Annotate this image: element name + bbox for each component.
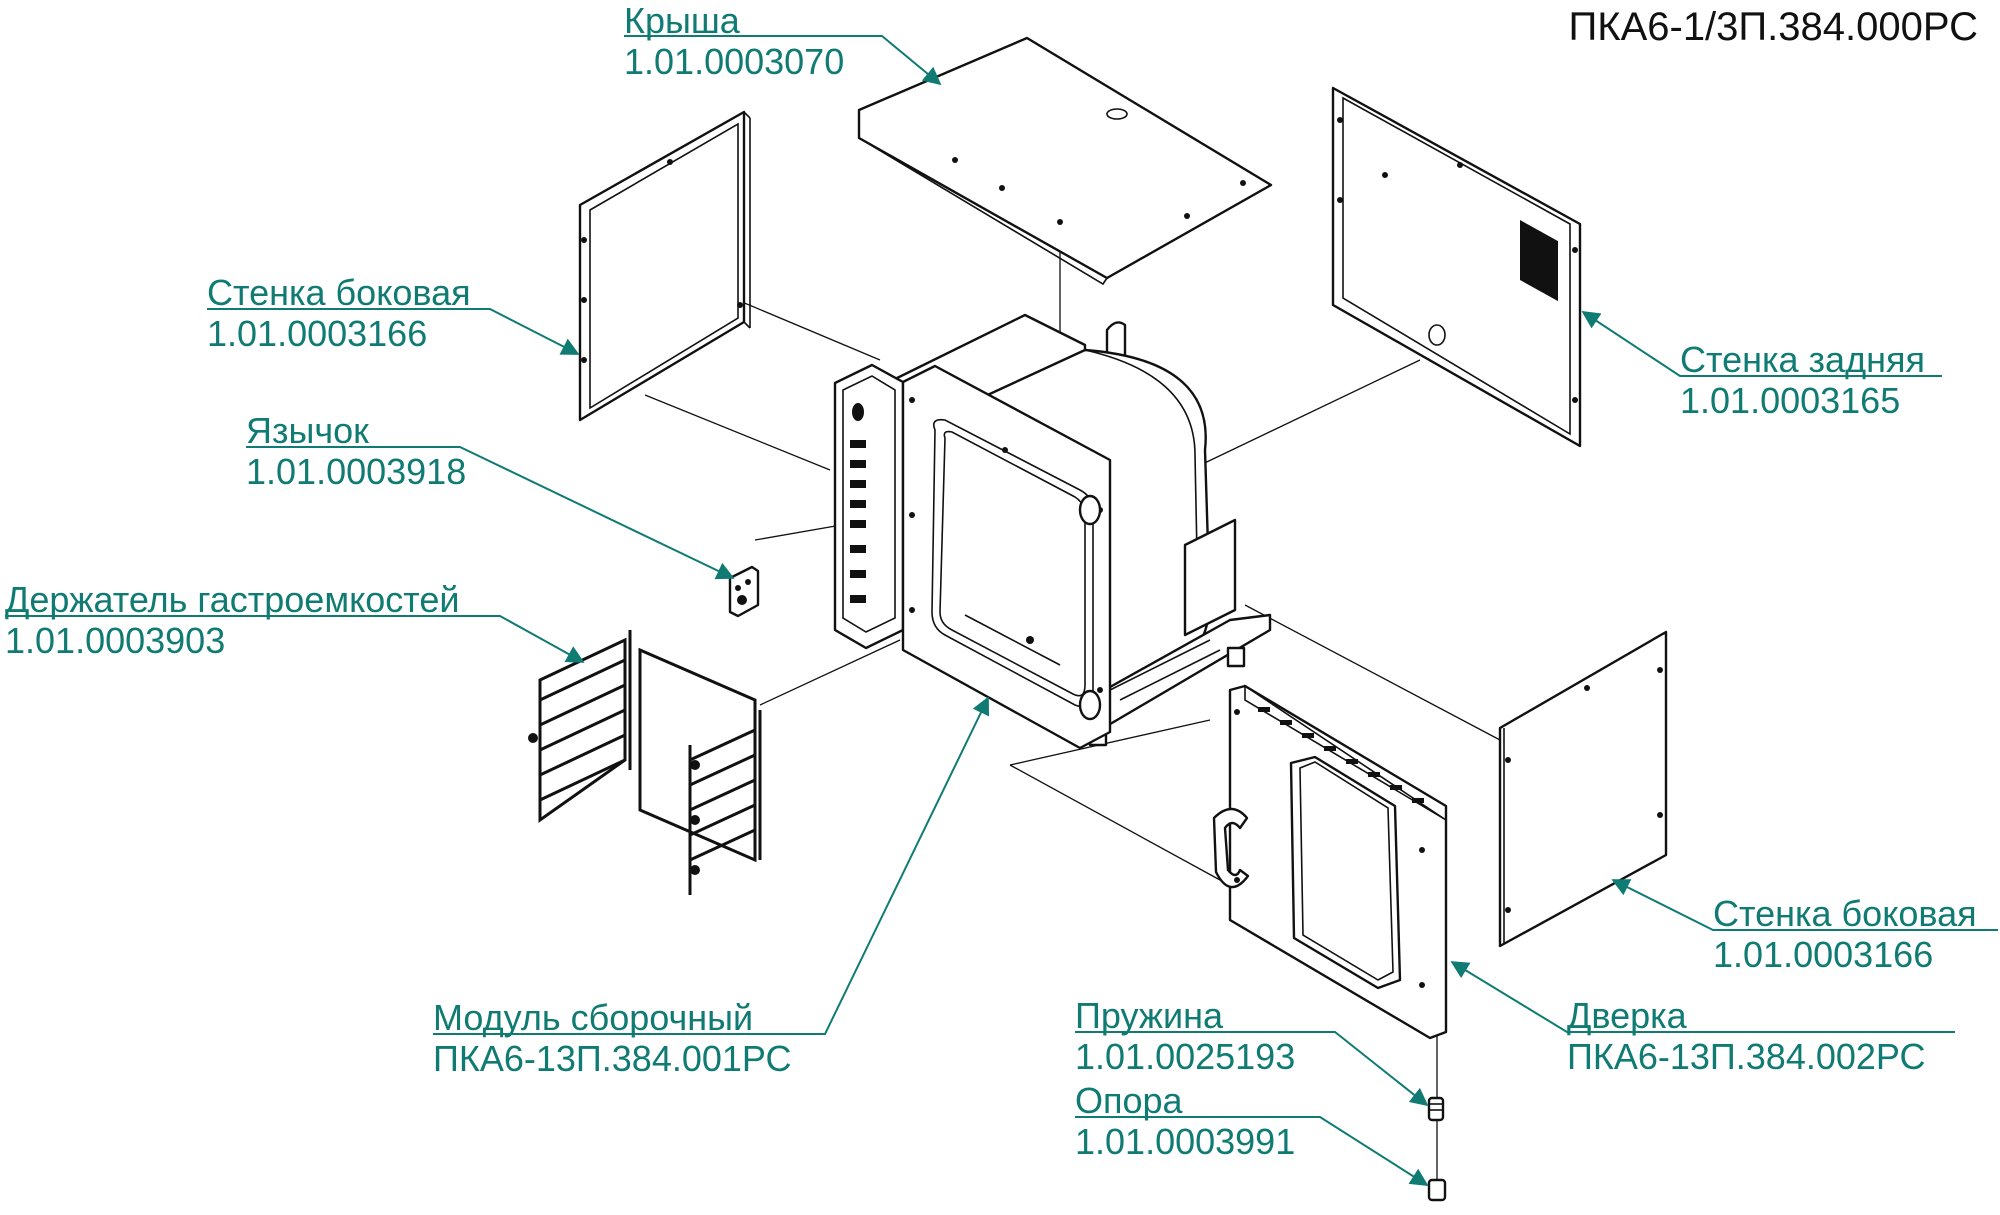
rear-wall-code: 1.01.0003165 <box>1680 380 1900 421</box>
callout-door: Дверка ПКА6-13П.384.002РС <box>1450 961 1955 1077</box>
door-name: Дверка <box>1567 995 1688 1036</box>
tongue-part <box>728 565 760 618</box>
callout-tongue: Язычок 1.01.0003918 <box>246 410 735 580</box>
gastronorm-holder <box>528 630 762 895</box>
rear-wall-name: Стенка задняя <box>1680 339 1925 380</box>
callout-holder: Держатель гастроемкостей 1.01.0003903 <box>5 579 585 663</box>
door-code: ПКА6-13П.384.002РС <box>1567 1036 1926 1077</box>
spring-part <box>1427 1096 1445 1122</box>
callout-roof: Крыша 1.01.0003070 <box>624 0 942 86</box>
roof-code: 1.01.0003070 <box>624 41 844 82</box>
holder-name: Держатель гастроемкостей <box>5 579 459 620</box>
rear-wall <box>1331 86 1582 448</box>
callout-spring: Пружина 1.01.0025193 <box>1075 995 1429 1107</box>
door <box>1212 684 1448 1040</box>
spring-name: Пружина <box>1075 995 1224 1036</box>
side-wall-left-name: Стенка боковая <box>207 272 471 313</box>
callout-side-wall-right: Стенка боковая 1.01.0003166 <box>1611 879 1998 975</box>
side-wall-left-code: 1.01.0003166 <box>207 313 427 354</box>
module-name: Модуль сборочный <box>433 997 753 1038</box>
spring-code: 1.01.0025193 <box>1075 1036 1295 1077</box>
control-panel-buttons <box>850 403 866 603</box>
tongue-code: 1.01.0003918 <box>246 451 466 492</box>
document-code: ПКА6-1/3П.384.000РС <box>1569 5 1978 49</box>
support-part <box>1427 1178 1447 1202</box>
support-code: 1.01.0003991 <box>1075 1121 1295 1162</box>
left-side-wall <box>578 110 751 422</box>
callout-module: Модуль сборочный ПКА6-13П.384.001РС <box>433 696 990 1079</box>
callout-side-wall-left: Стенка боковая 1.01.0003166 <box>207 272 580 355</box>
support-name: Опора <box>1075 1080 1184 1121</box>
side-wall-right-code: 1.01.0003166 <box>1713 934 1933 975</box>
right-side-wall <box>1498 630 1668 948</box>
module-code: ПКА6-13П.384.001РС <box>433 1038 792 1079</box>
roof-panel <box>857 36 1273 286</box>
side-wall-right-name: Стенка боковая <box>1713 893 1977 934</box>
tongue-name: Язычок <box>246 410 369 451</box>
callout-rear-wall: Стенка задняя 1.01.0003165 <box>1581 311 1942 421</box>
roof-name: Крыша <box>624 0 741 41</box>
callout-support: Опора 1.01.0003991 <box>1075 1080 1429 1186</box>
assembly-module <box>833 313 1272 750</box>
holder-code: 1.01.0003903 <box>5 620 225 661</box>
